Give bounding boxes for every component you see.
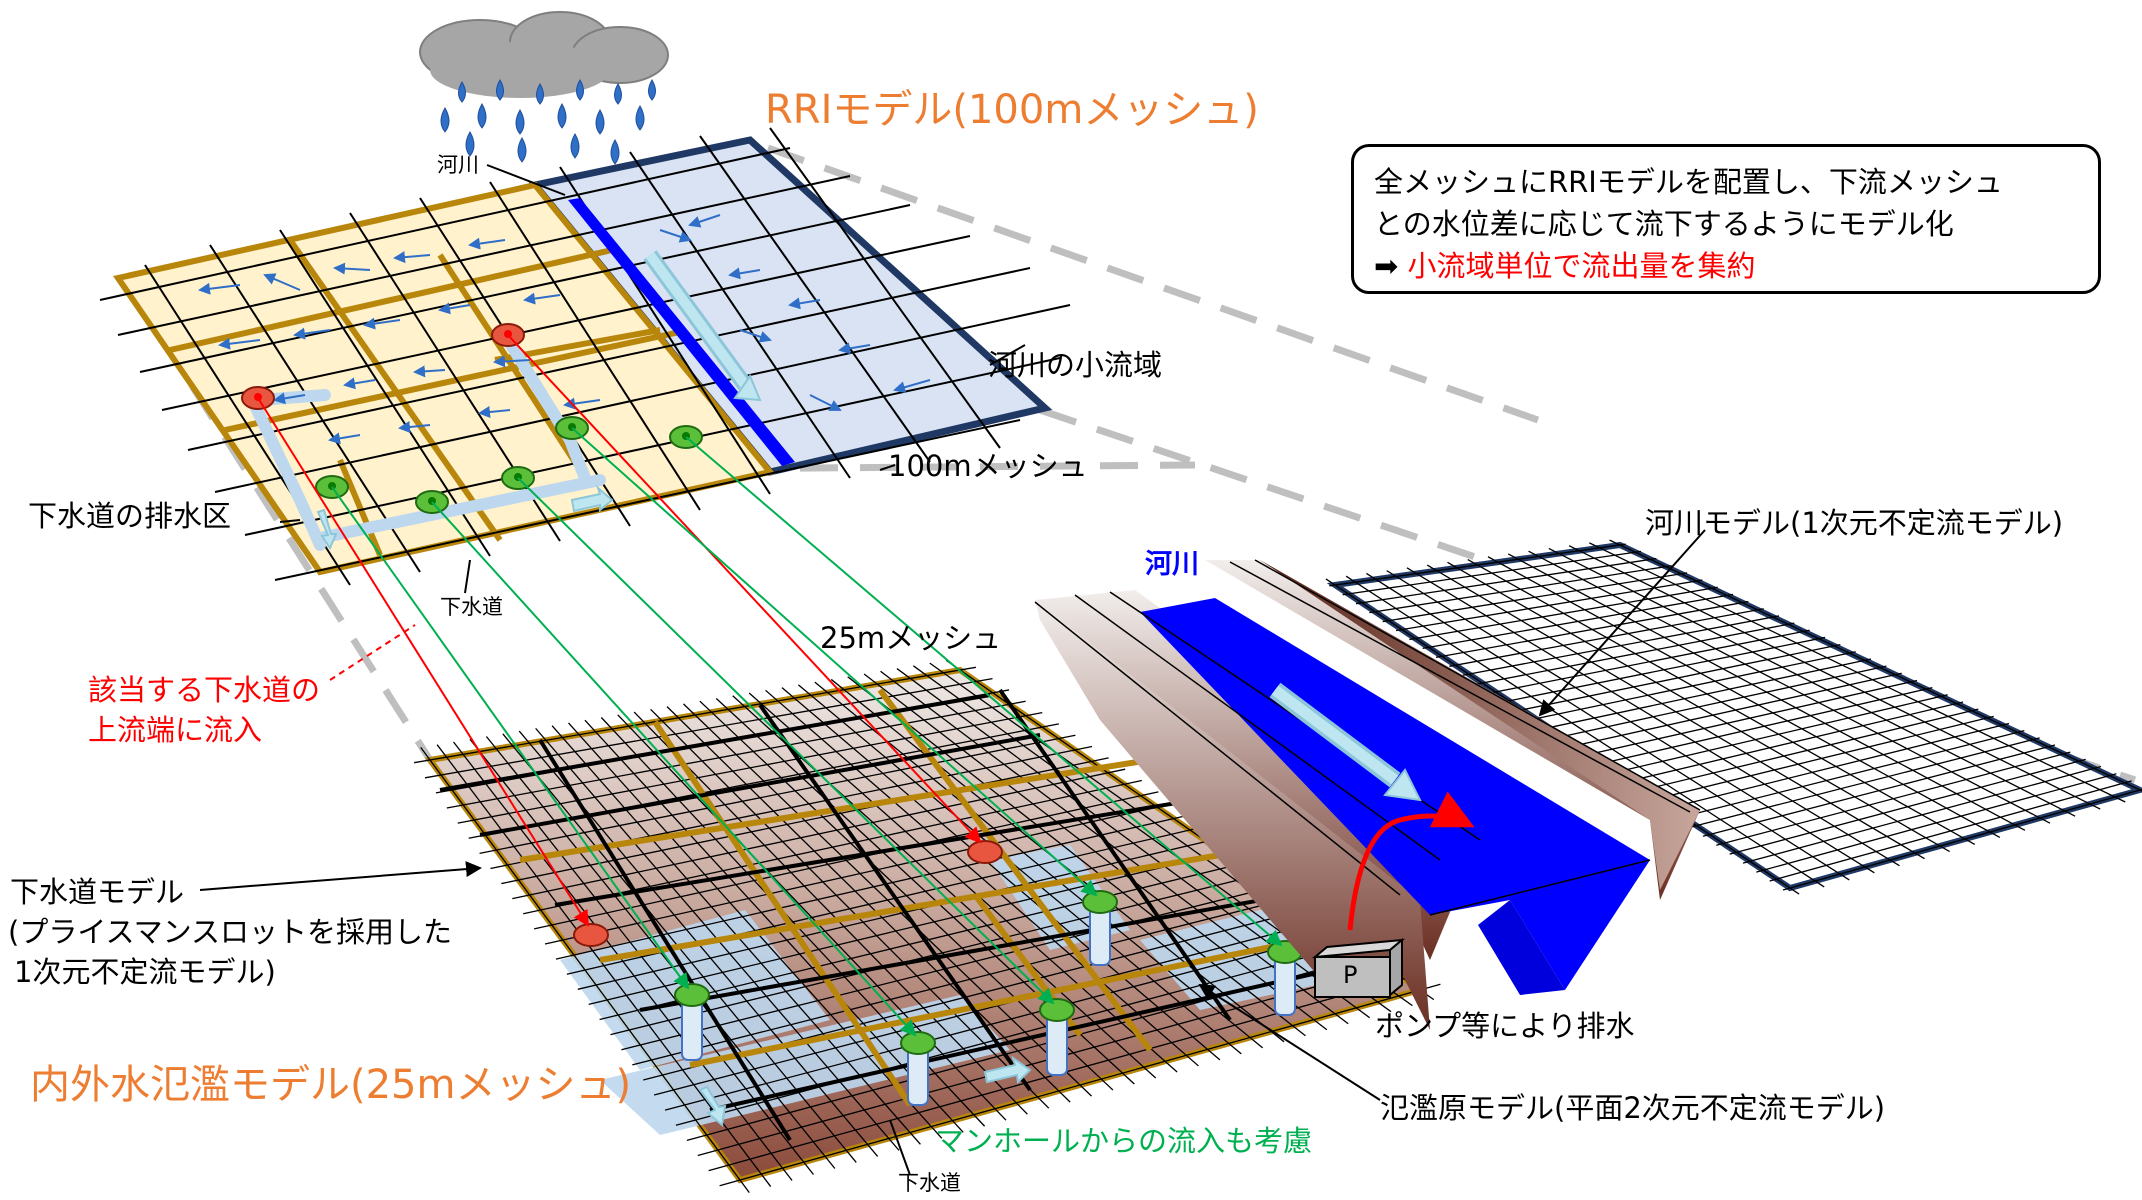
pump-discharge-arrow — [1347, 791, 1475, 931]
note-box: 全メッシュにRRIモデルを配置し、下流メッシュ との水位差に応じて流下するように… — [1351, 144, 2101, 294]
flood-model-title: 内外水氾濫モデル(25mメッシュ) — [30, 1062, 632, 1108]
cell-flow-arrows — [198, 214, 931, 445]
note-line-3-wrap: ➡ 小流域単位で流出量を集約 — [1374, 245, 2078, 287]
manhole-icon — [573, 840, 1303, 1055]
note-line-1: 全メッシュにRRIモデルを配置し、下流メッシュ — [1374, 165, 2003, 199]
label-pump-drain: ポンプ等により排水 — [1375, 1009, 1635, 1043]
pump-icon — [1311, 937, 1406, 998]
label-sewer-model-1: 下水道モデル — [10, 875, 185, 909]
label-floodplain-model: 氾濫原モデル(平面2次元不定流モデル) — [1380, 1091, 1886, 1125]
note-line-3: 小流域単位で流出量を集約 — [1407, 249, 1756, 284]
right-bank-face — [1260, 560, 1700, 890]
pump-letter: P — [1343, 961, 1358, 989]
label-sewer-model-3: 1次元不定流モデル) — [14, 955, 276, 989]
label-inflow-1: 該当する下水道の — [88, 673, 321, 707]
river-water-edge — [1478, 900, 1565, 995]
label-sewer-top: 下水道 — [440, 595, 503, 619]
label-river-blue: 河川 — [1145, 549, 1199, 580]
rri-model-title: RRIモデル(100mメッシュ) — [765, 87, 1259, 133]
raindrop-icon — [440, 79, 656, 165]
label-inflow-2: 上流端に流入 — [88, 713, 263, 747]
mesh-100m-grid — [99, 127, 1071, 586]
flow-arrow-icon — [316, 484, 614, 551]
flow-arrow-icon — [643, 250, 762, 402]
leader-lines — [199, 164, 1706, 1176]
label-river-model: 河川モデル(1次元不定流モデル) — [1645, 506, 2064, 540]
label-river-subbasin: 河川の小流域 — [988, 348, 1163, 382]
label-sewer-district: 下水道の排水区 — [28, 499, 232, 533]
label-manhole-inflow: マンホールからの流入も考慮 — [935, 1124, 1313, 1158]
mesh-100m-grid-bottom — [439, 688, 1376, 1142]
cloud-icon — [419, 11, 669, 98]
label-river-small: 河川 — [437, 153, 479, 177]
river-model-grid — [1325, 539, 2142, 895]
label-sewer-model-2: (プライスマンスロットを採用した — [8, 915, 452, 949]
projection-lines — [257, 334, 1283, 1037]
flow-arrow-icon — [698, 1055, 1032, 1127]
inflow-dashed-leader — [329, 624, 416, 681]
note-line-2: との水位差に応じて流下するようにモデル化 — [1374, 207, 1954, 242]
left-bank-face — [1035, 600, 1430, 1030]
note-arrow-icon: ➡ — [1374, 249, 1399, 284]
label-mesh-25m: 25mメッシュ — [820, 621, 1002, 655]
label-sewer-bottom: 下水道 — [898, 1171, 961, 1195]
manhole-shafts — [681, 904, 1296, 1106]
label-mesh-100m: 100mメッシュ — [888, 449, 1088, 483]
flow-arrow-icon — [1269, 682, 1422, 802]
